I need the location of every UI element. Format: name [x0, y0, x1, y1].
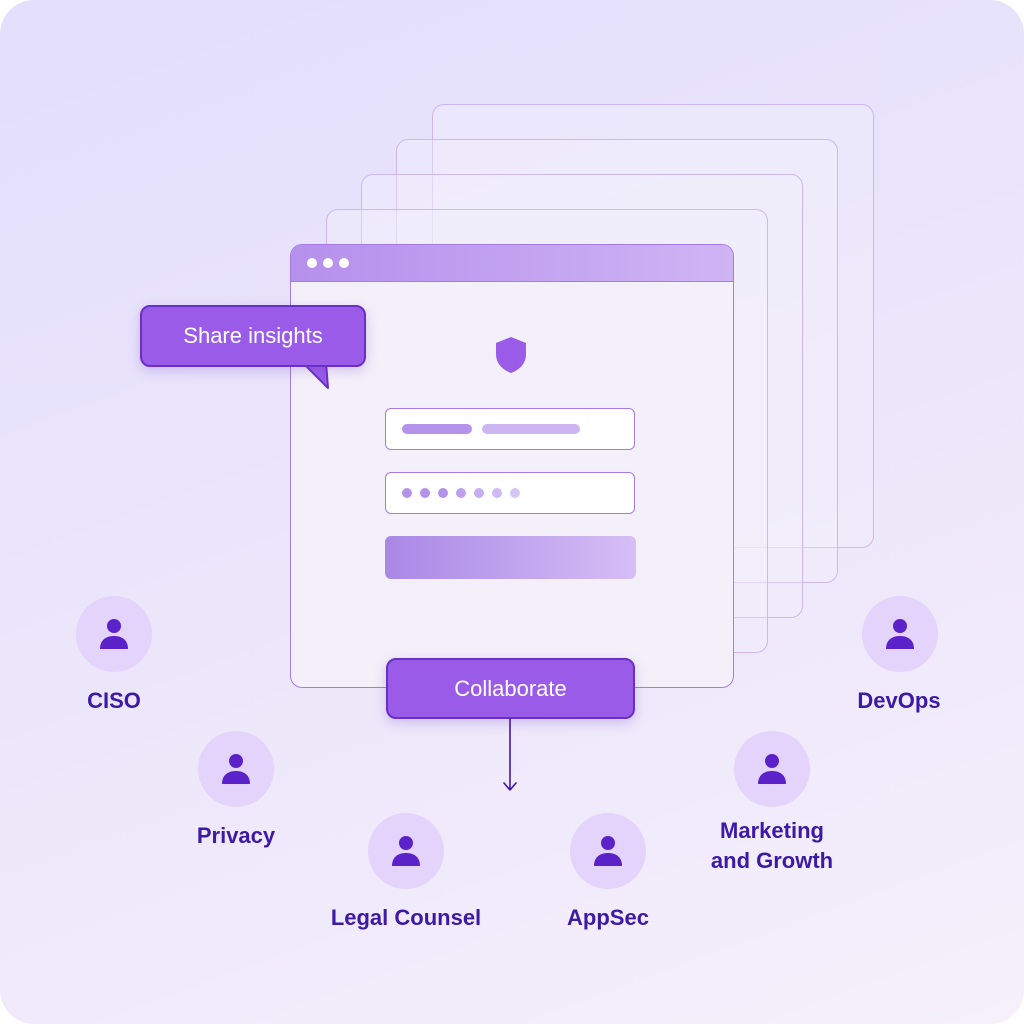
shield-icon: [496, 337, 526, 373]
window-control-dot: [307, 258, 317, 268]
role-label-marketing-and-growth: Marketing and Growth: [710, 818, 834, 873]
password-dot: [402, 488, 412, 498]
password-field[interactable]: [385, 472, 635, 514]
role-avatar-appsec: [570, 813, 646, 889]
password-dot: [456, 488, 466, 498]
collaborate-callout: Collaborate: [386, 658, 635, 719]
password-dot: [510, 488, 520, 498]
role-label-appsec: AppSec: [567, 905, 649, 930]
password-dot: [420, 488, 430, 498]
person-icon: [594, 836, 622, 866]
username-field[interactable]: [385, 408, 635, 450]
role-avatar-privacy: [198, 731, 274, 807]
password-dot: [474, 488, 484, 498]
role-avatar-ciso: [76, 596, 152, 672]
person-icon: [886, 619, 914, 649]
username-placeholder-bar: [482, 424, 580, 434]
role-avatar-marketing-and-growth: [734, 731, 810, 807]
role-label-privacy: Privacy: [196, 823, 276, 848]
down-arrow-icon: [503, 718, 517, 791]
role-avatar-legal-counsel: [368, 813, 444, 889]
share-insights-callout: Share insights: [140, 305, 366, 367]
role-avatar-devops: [862, 596, 938, 672]
role-label-devops: DevOps: [857, 688, 941, 713]
person-icon: [100, 619, 128, 649]
window-control-dot: [339, 258, 349, 268]
role-label-legal-counsel: Legal Counsel: [330, 905, 482, 930]
collaborate-text: Collaborate: [454, 675, 567, 701]
username-placeholder-bar: [402, 424, 472, 434]
role-label-ciso: CISO: [87, 688, 141, 713]
window-titlebar: [291, 245, 733, 282]
person-icon: [222, 754, 250, 784]
window-control-dot: [323, 258, 333, 268]
login-submit-button[interactable]: [385, 536, 636, 579]
share-insights-text: Share insights: [183, 323, 323, 348]
password-dot: [438, 488, 448, 498]
password-dot: [492, 488, 502, 498]
person-icon: [758, 754, 786, 784]
person-icon: [392, 836, 420, 866]
